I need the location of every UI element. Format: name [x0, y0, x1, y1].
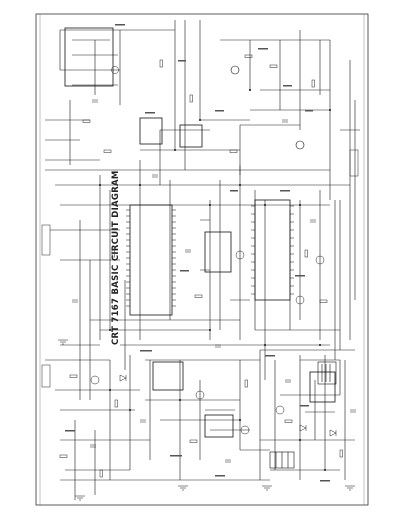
connectors — [41, 149, 359, 388]
diagram-title: CRT 7167 BASIC CIRCUIT DIAGRAM — [111, 170, 121, 345]
coil — [295, 140, 305, 150]
ic-if-amplifier — [139, 117, 163, 145]
wiring — [45, 20, 360, 500]
label-marks — [65, 24, 330, 482]
ic-sound-processor — [179, 124, 203, 148]
flyback-transformer — [317, 361, 337, 385]
ic-power-controller — [309, 371, 336, 403]
ground-symbols — [58, 339, 355, 501]
ic-vertical-output — [204, 414, 234, 438]
ic-blocks — [64, 27, 336, 438]
ic-pins — [126, 205, 294, 307]
ic-memory — [204, 231, 232, 273]
ic-audio-amp — [152, 361, 184, 391]
transformers — [230, 65, 337, 469]
page-border — [35, 13, 369, 506]
ic-video-processor — [254, 199, 291, 301]
ic-main-processor — [129, 204, 173, 316]
junctions — [99, 89, 331, 471]
coil — [230, 65, 240, 75]
components — [59, 54, 356, 478]
ic-tuner-module — [64, 27, 114, 87]
